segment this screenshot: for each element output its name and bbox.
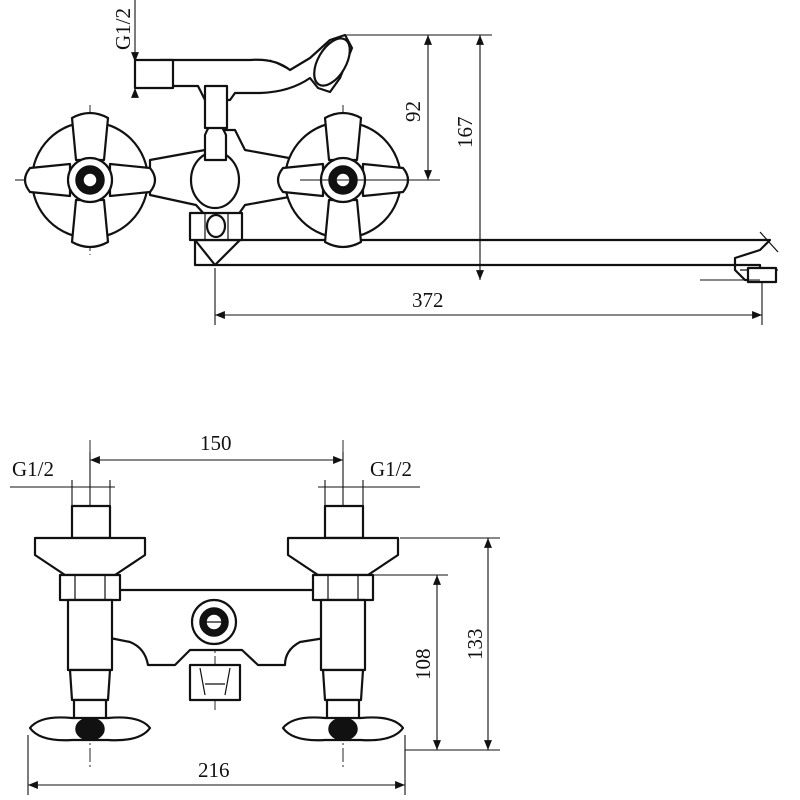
dim-372: 372 [214, 268, 763, 325]
dim-spout-length-label: 372 [412, 288, 444, 312]
thread-callout-right: G1/2 [318, 457, 420, 510]
dim-108: 108 [370, 574, 448, 750]
front-left-assembly [28, 504, 152, 742]
dim-center-distance-label: 150 [200, 431, 232, 455]
dim-height-small-label: 92 [401, 101, 425, 122]
front-view: G1/2 G1/2 150 133 108 [10, 431, 500, 795]
thread-label-right: G1/2 [370, 457, 412, 481]
thread-label-top: G1/2 [111, 8, 135, 50]
dim-150: 150 [89, 431, 344, 505]
dim-width-label: 216 [198, 758, 230, 782]
dim-216: 216 [27, 735, 406, 795]
front-right-assembly [281, 504, 405, 742]
diverter-outlet [133, 33, 354, 130]
left-handle [23, 111, 157, 249]
dim-167: 167 [345, 34, 760, 281]
thread-label-left: G1/2 [12, 457, 54, 481]
thread-callout-left: G1/2 [10, 457, 115, 510]
dim-height-outer-label: 133 [463, 629, 487, 661]
spout [193, 231, 779, 284]
dim-height-total-label: 167 [453, 117, 477, 149]
dim-133: 133 [400, 537, 500, 751]
top-view: G1/2 92 167 372 [15, 0, 779, 325]
dim-height-inner-label: 108 [411, 649, 435, 681]
central-body [148, 121, 302, 242]
thread-callout-top: G1/2 [111, 0, 139, 98]
front-body [108, 588, 327, 702]
